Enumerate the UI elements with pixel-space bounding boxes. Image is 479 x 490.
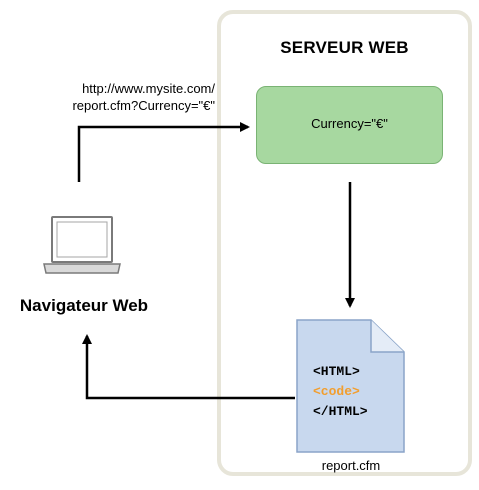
currency-label: Currency="€" [311,116,388,131]
document-code: <HTML> <code> </HTML> [313,362,368,422]
request-url: http://www.mysite.com/ report.cfm?Curren… [30,80,215,114]
laptop-icon [43,216,121,274]
file-icon [296,319,405,453]
currency-box [256,86,443,164]
code-line-code: <code> [313,384,360,399]
request-arrow [77,122,250,182]
browser-label: Navigateur Web [19,296,149,315]
code-line-open-html: <HTML> [313,364,360,379]
document-filename: report.cfm [321,458,381,473]
response-arrow [82,334,295,400]
server-title: SERVEUR WEB [280,38,409,57]
request-url-line2: report.cfm?Currency="€" [72,98,215,113]
request-url-line1: http://www.mysite.com/ [82,81,215,96]
code-line-close-html: </HTML> [313,404,368,419]
